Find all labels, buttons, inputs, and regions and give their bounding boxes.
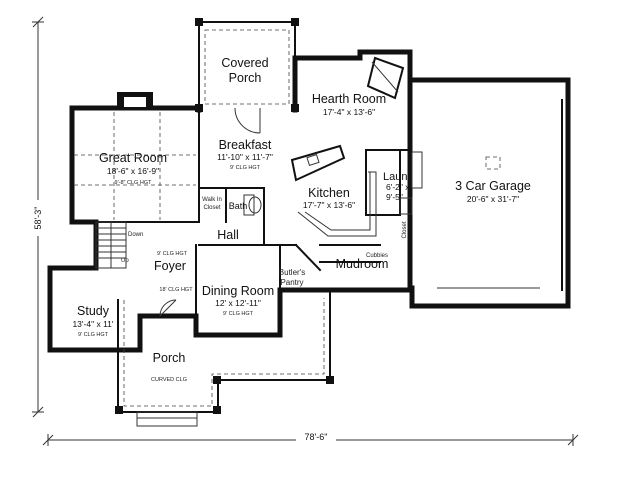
foyer-ceiling-bottom: 18' CLG HGT: [159, 287, 193, 293]
dining-room-ceiling: 9' CLG HGT: [223, 311, 254, 317]
study-ceiling: 9' CLG HGT: [78, 332, 109, 338]
stair-down-label: Down: [128, 232, 143, 238]
covered-porch-name-line2: Porch: [229, 71, 262, 85]
foyer-name: Foyer: [154, 259, 186, 273]
laundry-name: Laun: [383, 171, 407, 183]
front-porch: [115, 289, 334, 427]
breakfast-dims: 11'-10" x 11'-7": [217, 152, 273, 162]
kitchen-dims: 17'-7" x 13'-6": [303, 200, 355, 210]
door-swings: [159, 107, 261, 317]
garage-walls: [407, 77, 571, 309]
laundry-dims-line1: 6'-2" x: [386, 182, 410, 192]
hearth-room-name: Hearth Room: [312, 92, 386, 106]
overall-depth-label: 58'-3": [33, 207, 43, 230]
overall-width-label: 78'-6": [305, 432, 328, 442]
hearth-room-dims: 17'-4" x 13'-6": [323, 107, 375, 117]
room-covered-porch: Covered Porch: [221, 56, 268, 85]
porch-ceiling: CURVED CLG: [151, 377, 187, 383]
butlers-pantry-line1: Butler's: [279, 268, 305, 277]
butlers-pantry-line2: Pantry: [280, 278, 303, 287]
garage-name: 3 Car Garage: [455, 179, 531, 193]
staircase: [95, 221, 127, 269]
bath-name: Bath: [229, 201, 248, 211]
great-room-dims: 18'-6" x 16'-9": [107, 166, 159, 176]
interior-walls: [71, 109, 411, 336]
stair-up-label: Up: [121, 258, 129, 264]
walk-in-closet-line2: Closet: [203, 205, 220, 211]
bath-fixtures: [243, 194, 262, 216]
porch-name: Porch: [153, 351, 186, 365]
great-room-name: Great Room: [99, 151, 167, 165]
covered-porch-name-line1: Covered: [221, 56, 268, 70]
breakfast-name: Breakfast: [219, 138, 272, 152]
great-room-ceiling: 9'-8" CLG HGT: [115, 180, 153, 186]
laundry-dims-line2: 9'-5": [386, 192, 403, 202]
breakfast-ceiling: 9' CLG HGT: [230, 165, 261, 171]
mudroom-name: Mudroom: [336, 257, 389, 271]
dining-room-name: Dining Room: [202, 284, 274, 298]
great-room-ceiling-lines: [74, 112, 196, 220]
cubbies-label: Cubbies: [366, 253, 388, 259]
walk-in-closet-line1: Walk In: [202, 197, 222, 203]
foyer-ceiling-top: 9' CLG HGT: [157, 251, 188, 257]
room-butlers-pantry: Butler's Pantry: [279, 268, 305, 287]
study-dims: 13'-4" x 11': [72, 319, 113, 329]
study-name: Study: [77, 304, 110, 318]
closet-label: Closet: [402, 221, 408, 238]
room-walk-in-closet: Walk In Closet: [202, 197, 222, 211]
garage-dims: 20'-6" x 31'-7": [467, 194, 519, 204]
dining-room-dims: 12' x 12'-11": [215, 298, 261, 308]
kitchen-fixtures: [290, 56, 423, 237]
hall-name: Hall: [217, 228, 239, 242]
kitchen-name: Kitchen: [308, 186, 350, 200]
